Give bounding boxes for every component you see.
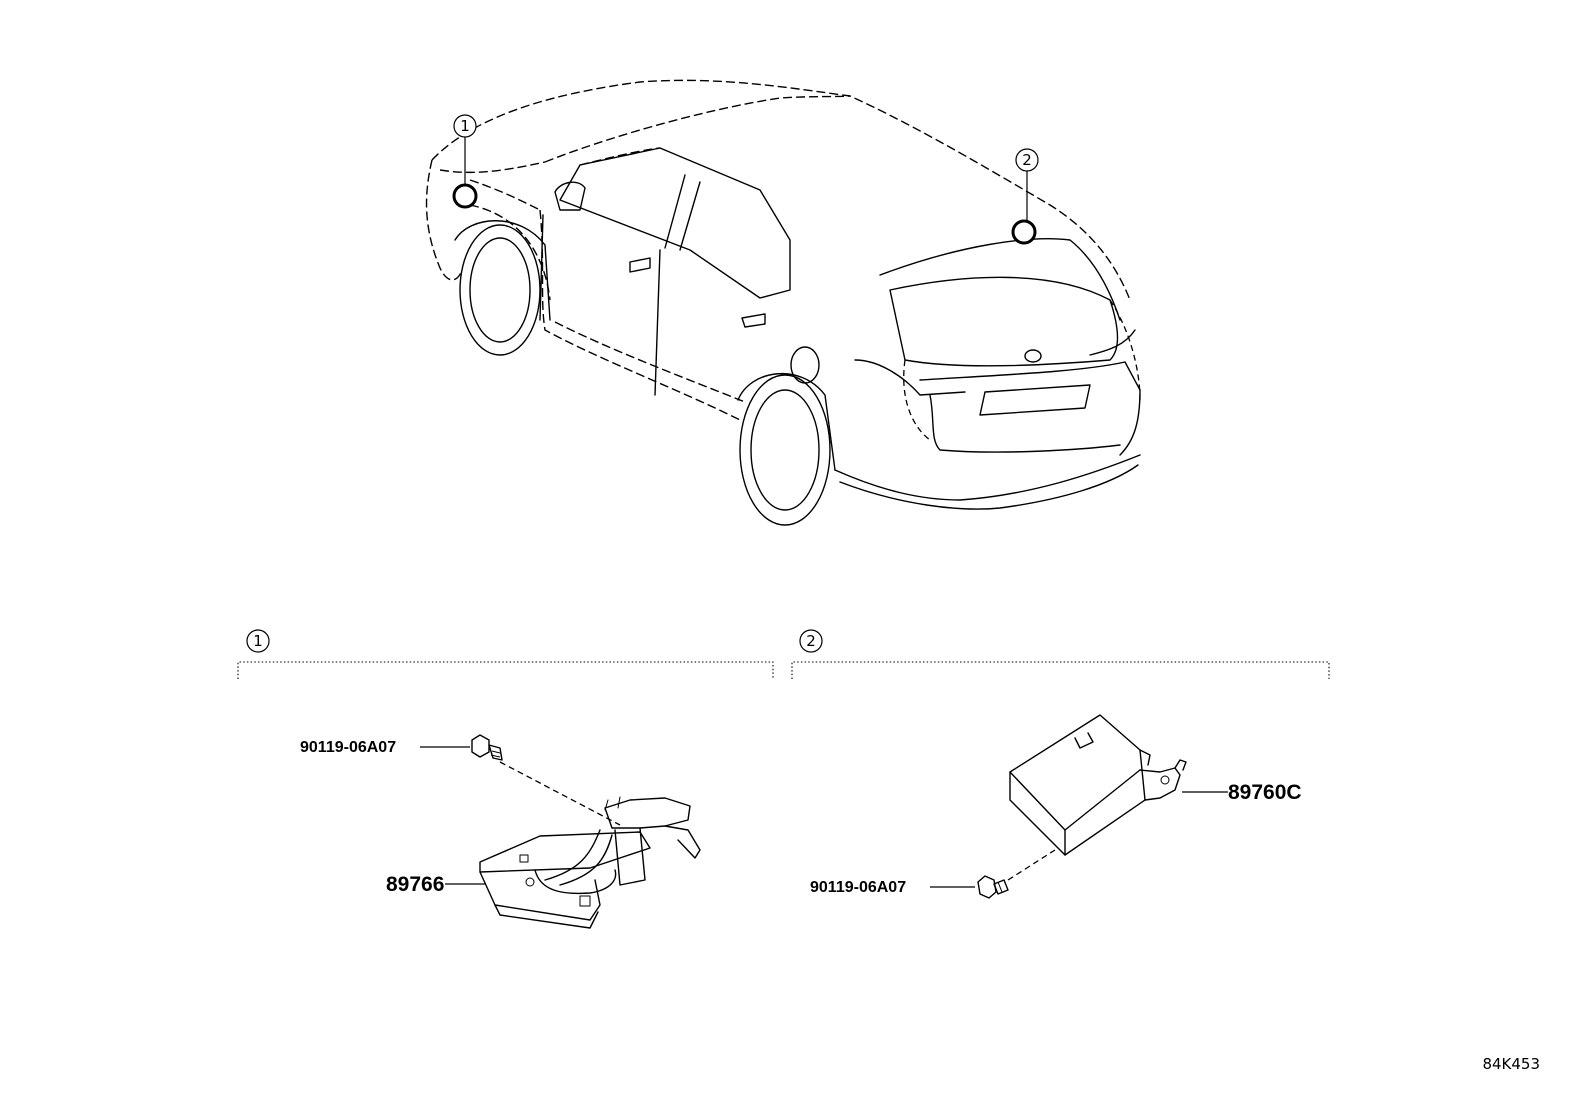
group-1: 1 90119-06A07 (237, 629, 774, 929)
group-1-bolt-label: 90119-06A07 (300, 739, 396, 756)
bolt-icon (977, 875, 1009, 899)
group-2: 2 89760C 90119-06A07 (791, 629, 1330, 899)
camera-assembly-icon (479, 796, 701, 929)
group-2-callout: 2 (806, 632, 816, 650)
group-2-header: 2 (791, 629, 1330, 679)
figure-code: 84K453 (1482, 1055, 1540, 1073)
bolt-icon (471, 734, 503, 761)
vehicle-location-1: 1 (452, 114, 478, 209)
group-2-bolt-label: 90119-06A07 (810, 879, 906, 896)
vehicle-location-2: 2 (1011, 148, 1039, 245)
control-module-icon (1009, 714, 1187, 856)
callout-2-number: 2 (1022, 151, 1032, 169)
group-2-part-label: 89760C (1228, 781, 1302, 804)
callout-1-number: 1 (460, 117, 470, 135)
group-1-part-label: 89766 (386, 873, 444, 896)
group-1-callout: 1 (253, 632, 263, 650)
group-1-header: 1 (237, 629, 774, 679)
vehicle-illustration (425, 79, 1141, 526)
